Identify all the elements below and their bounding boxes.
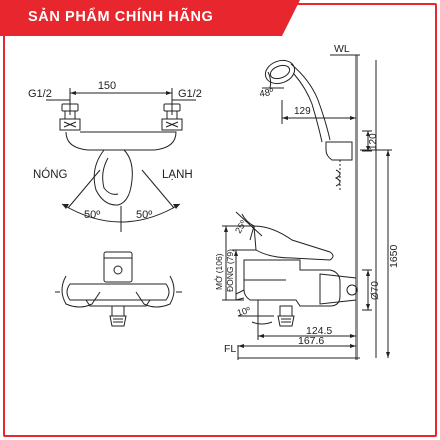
side-body [243,259,341,307]
wall-flange [319,273,357,305]
front-body [66,283,170,301]
left-escutcheon [61,275,101,308]
valve-body [65,131,177,151]
flange-diameter-label: Ø70 [370,281,381,300]
left-inlet-label: G1/2 [28,88,52,100]
head-offset-label: 129 [294,106,311,117]
total-height-label: 1650 [388,244,400,268]
wall-label: WL [334,43,350,55]
right-escutcheon [135,275,175,308]
front-view-faucet [55,251,182,327]
banner-text: SẢN PHẨM CHÍNH HÃNG [28,9,214,25]
total-depth-label: 167.6 [298,335,324,347]
holder-height-label: 120 [368,133,379,150]
side-lever [253,225,334,261]
floor-label: FL [224,343,236,355]
shower-handle [290,63,331,141]
side-view-shower [222,54,392,360]
right-inlet-label: G1/2 [178,88,202,100]
front-lever [103,251,133,283]
width-dim-label: 150 [98,80,116,92]
diverter [109,315,127,327]
lever-handle [93,149,133,206]
hot-label: NÓNG [33,168,68,181]
top-view-faucet [46,88,196,232]
right-angle-label: 50º [136,209,152,221]
spout-angle-label: 10º [236,305,252,318]
head-angle-label: 48º [259,87,275,100]
open-label: MỞ (106) [213,253,224,290]
shower-head [264,59,296,85]
left-angle-label: 50º [84,209,100,221]
banner-shape [0,0,300,36]
side-spout [235,289,245,301]
cold-label: LẠNH [162,169,193,181]
spout-depth-label: 124.5 [306,325,332,337]
side-diverter [277,315,295,327]
genuine-product-banner: SẢN PHẨM CHÍNH HÃNG [0,0,300,36]
shower-holder [325,141,353,161]
close-label: ĐÓNG (79) [225,249,235,292]
